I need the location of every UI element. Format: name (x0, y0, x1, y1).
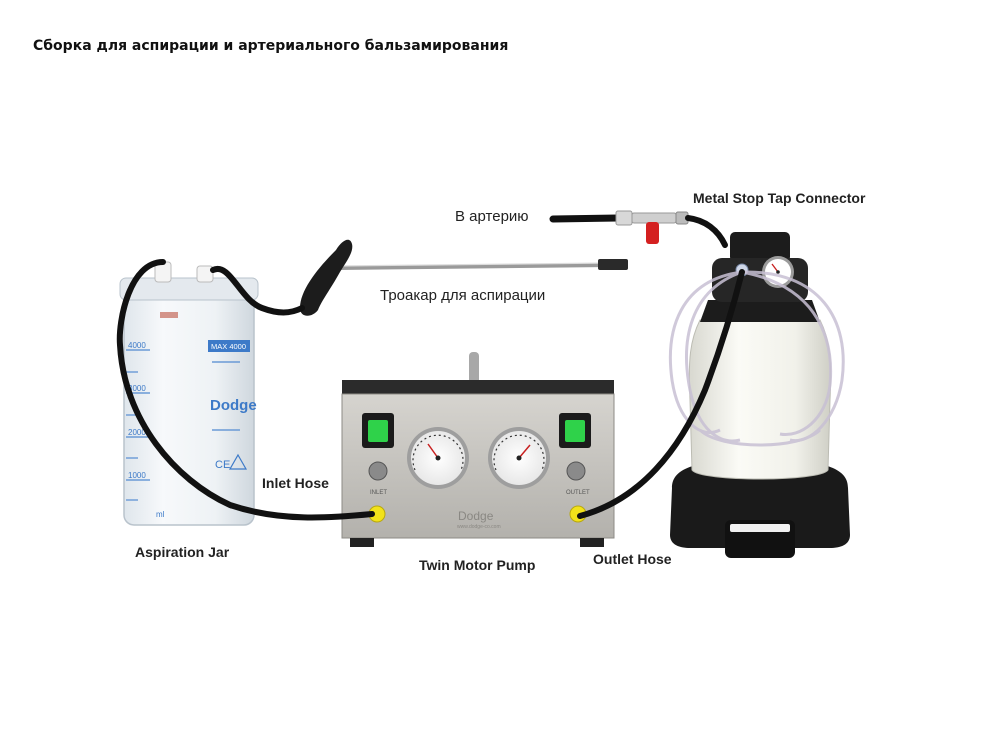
hoses (116, 215, 745, 521)
right-control-knob (566, 461, 586, 481)
jar-scale-3000: 3000 (128, 384, 146, 393)
label-twin-motor-pump: Twin Motor Pump (419, 557, 536, 573)
metal-stop-tap-connector (549, 210, 689, 244)
warning-icon (228, 453, 248, 470)
label-to-artery: В артерию (455, 208, 529, 225)
label-aspiration-jar: Aspiration Jar (135, 544, 230, 560)
pump-brand: Dodge (458, 509, 494, 523)
jar-ce-mark: CE (215, 459, 230, 471)
twin-motor-pump: INLET OUTLET Dodge www.dodge-co.com (341, 352, 615, 547)
stop-tap-valve (646, 222, 659, 244)
left-pressure-gauge (407, 427, 469, 489)
aspiration-jar: 4000 3000 2000 1000 ml MAX 4000 Dodge CE (119, 261, 259, 526)
pump-inlet-label: INLET (370, 490, 387, 496)
pump-outlet-label: OUTLET (566, 490, 590, 496)
outlet-hose (577, 269, 745, 519)
left-control-knob (368, 461, 388, 481)
jar-scale-2000: 2000 (128, 428, 146, 437)
trocar-hose (210, 265, 305, 316)
jar-scale-ml: ml (156, 510, 165, 519)
jar-scale-1000: 1000 (128, 471, 146, 480)
jar-brand: Dodge (210, 397, 257, 414)
artery-supply-hose (685, 215, 728, 248)
page-title: Сборка для аспирации и артериального бал… (33, 38, 509, 54)
right-pressure-gauge (488, 427, 550, 489)
label-metal-stop-tap: Metal Stop Tap Connector (693, 190, 866, 206)
pump-url: www.dodge-co.com (457, 524, 501, 530)
embalming-tank (668, 232, 850, 558)
inlet-hose (116, 259, 375, 521)
jar-max-mark: MAX 4000 (211, 342, 246, 351)
aspiration-trocar (300, 239, 628, 316)
label-outlet-hose: Outlet Hose (593, 551, 672, 567)
label-inlet-hose: Inlet Hose (262, 475, 329, 491)
jar-scale-4000: 4000 (128, 341, 146, 350)
label-trocar: Троакар для аспирации (380, 287, 546, 304)
